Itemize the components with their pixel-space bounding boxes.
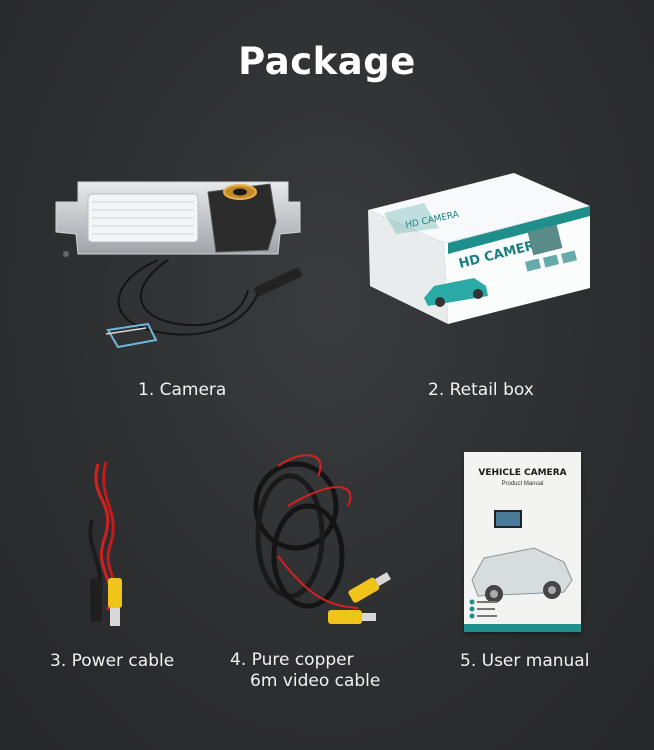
video-cable-label-line1: 4. Pure copper [230,650,354,670]
camera-label: 1. Camera [138,380,227,400]
video-cable-label-line2: 6m video cable [250,671,381,691]
page-title: Package [238,40,416,83]
video-cable-image [248,446,408,626]
video-cable-label: 4. Pure copper 6m video cable [230,650,380,692]
user-manual-label: 5. User manual [460,651,590,671]
retail-box-label: 2. Retail box [428,380,534,400]
user-manual-image: VEHICLE CAMERA Product Manual [464,452,581,632]
camera-image [48,172,308,352]
power-cable-image [78,460,138,632]
retail-box-image: HD CAMERA HD CAMERA [364,168,594,328]
manual-subtitle: Product Manual [501,481,544,487]
manual-title: VEHICLE CAMERA [478,468,567,478]
power-cable-label: 3. Power cable [50,651,175,671]
